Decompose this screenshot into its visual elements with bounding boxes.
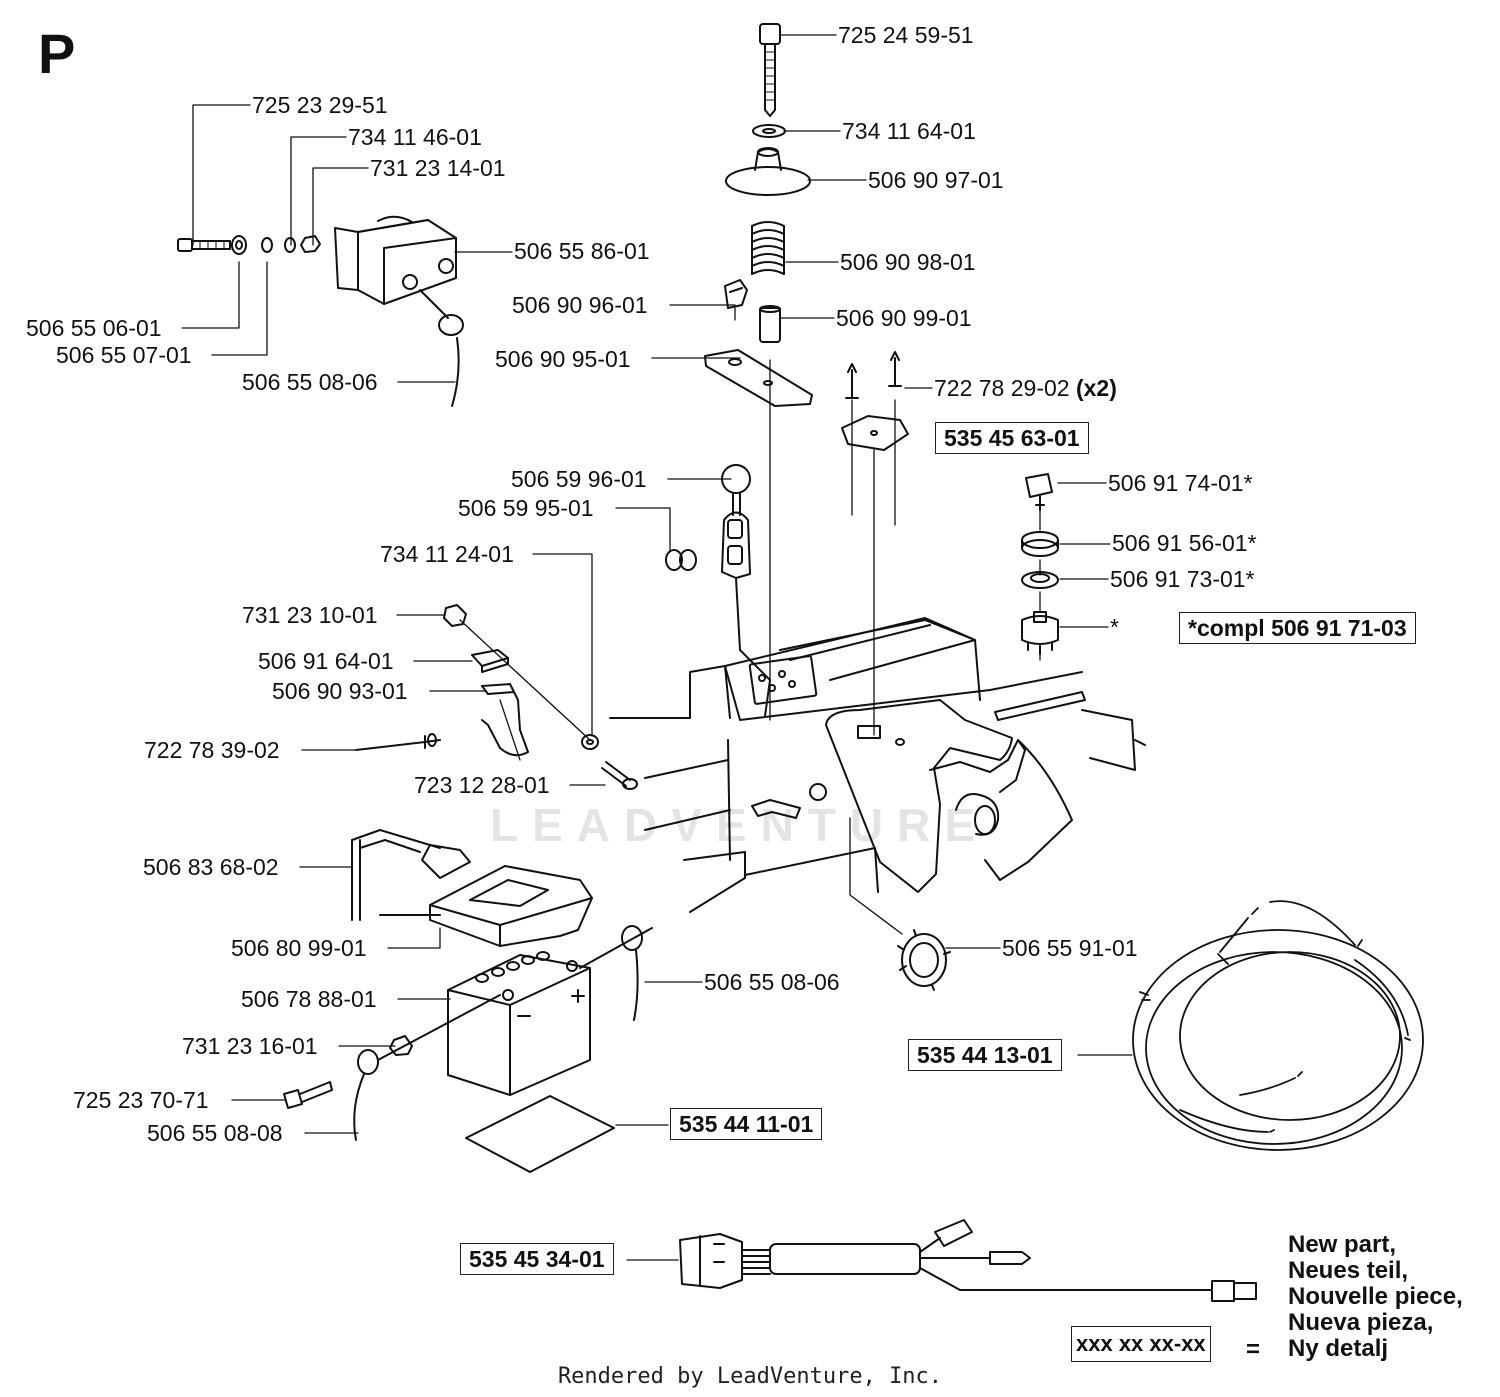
part-label: 722 78 39-02 <box>144 737 280 763</box>
hold-down-506-83-68-02 <box>351 829 471 921</box>
watermark: LEADVENTURE <box>490 799 990 851</box>
legend-line: Neues teil, <box>1288 1257 1409 1284</box>
plate-506-90-95-01 <box>704 349 813 407</box>
part-label: 506 90 93-01 <box>272 678 408 704</box>
part-label: 506 59 95-01 <box>458 495 594 521</box>
part-label: 731 23 14-01 <box>370 155 506 181</box>
part-label: 734 11 24-01 <box>380 541 514 567</box>
section-letter: P <box>38 22 76 85</box>
part-label: 506 90 96-01 <box>512 292 648 318</box>
ring-506-91-73-01 <box>1021 571 1059 589</box>
ignition-switch <box>1021 611 1059 655</box>
pad-535-44-11-01 <box>465 1095 615 1173</box>
part-label: 506 55 08-06 <box>704 969 840 995</box>
part-label: 506 90 95-01 <box>495 346 631 372</box>
cable-506-55-08-08 <box>353 994 501 1141</box>
part-label: 506 55 08-08 <box>147 1120 283 1146</box>
legend-line: New part, <box>1288 1231 1397 1258</box>
part-number: 722 78 29-02 <box>934 375 1070 401</box>
part-label: 506 90 98-01 <box>840 249 976 275</box>
part-label: 723 12 28-01 <box>414 772 550 798</box>
part-label: * <box>1110 614 1119 640</box>
legend-line: Ny detalj <box>1288 1335 1389 1362</box>
washer-734-11-24-01 <box>581 734 599 750</box>
nut-731-23-10-01 <box>443 604 467 627</box>
legend-line: Nouvelle piece, <box>1288 1283 1463 1310</box>
legend: New part, Neues teil, Nouvelle piece, Nu… <box>1288 1232 1463 1362</box>
part-label: 725 24 59-51 <box>838 22 974 48</box>
part-label: 506 55 08-06 <box>242 369 378 395</box>
bracket-506-90-93-01 <box>481 683 529 757</box>
rivets-722-78-29-02 <box>845 351 902 399</box>
part-label: 506 91 74-01* <box>1108 470 1253 496</box>
nut-506-91-56-01 <box>1021 531 1059 557</box>
part-label: 506 83 68-02 <box>143 854 279 880</box>
legend-code-sample: xxx xx xx-xx <box>1071 1326 1211 1362</box>
part-label: 506 55 86-01 <box>514 238 650 264</box>
footer-credit: Rendered by LeadVenture, Inc. <box>557 1364 943 1389</box>
battery-506-78-88-01 <box>447 951 591 1096</box>
new-part-label: 535 44 13-01 <box>908 1039 1062 1071</box>
part-label: 506 91 56-01* <box>1112 530 1257 556</box>
part-label: 725 23 70-71 <box>73 1087 209 1113</box>
leader-lines <box>181 34 1133 1261</box>
part-label: 506 55 91-01 <box>1002 935 1138 961</box>
bolt-725-23-70-71 <box>283 1081 333 1109</box>
new-part-label: 535 45 34-01 <box>460 1243 614 1275</box>
bolt-723-12-28-01 <box>601 761 638 790</box>
legend-line: Nueva pieza, <box>1288 1309 1434 1336</box>
new-part-label: 535 45 63-01 <box>935 422 1089 454</box>
part-label: 734 11 46-01 <box>348 124 482 150</box>
cap-506-90-97-01 <box>725 147 811 196</box>
part-label: 506 55 07-01 <box>56 342 192 368</box>
chassis-frame <box>609 617 1146 913</box>
lever-plate <box>721 511 771 717</box>
cable-506-55-08-06-top <box>419 289 464 407</box>
plate-535-45-63-01 <box>841 415 909 451</box>
part-label: 506 90 99-01 <box>836 305 972 331</box>
nut-731-23-14-01 <box>300 235 321 253</box>
switch-506-91-64-01 <box>471 649 509 673</box>
key-506-91-74-01 <box>1025 473 1053 511</box>
cable-506-55-08-06-battery <box>579 925 653 1021</box>
relay-506-55-86-01 <box>334 215 457 305</box>
bolt-725-24-59-51 <box>759 23 781 117</box>
spring-506-90-98-01 <box>751 221 785 275</box>
quantity: (x2) <box>1075 375 1117 401</box>
grommet-506-55-91-01 <box>897 929 951 991</box>
wiring-harness-535-44-13-01 <box>1132 900 1424 1151</box>
clip-506-90-96-01 <box>724 279 748 309</box>
washer-506-55-06-01 <box>231 235 247 255</box>
washer-506-55-07-01 <box>261 237 273 253</box>
part-label: 506 78 88-01 <box>241 986 377 1012</box>
spacer-506-90-99-01 <box>759 305 781 343</box>
knob-506-59-96-01 <box>721 464 751 516</box>
nut-731-23-16-01 <box>389 1035 413 1056</box>
part-label: 725 23 29-51 <box>252 92 388 118</box>
part-label: 506 59 96-01 <box>511 466 647 492</box>
part-label: 506 91 64-01 <box>258 648 394 674</box>
part-label: 734 11 64-01 <box>842 118 976 144</box>
part-label: 506 55 06-01 <box>26 315 162 341</box>
part-label: 506 91 73-01* <box>1110 566 1255 592</box>
part-label: 731 23 16-01 <box>182 1033 318 1059</box>
washer-734-11-46-01 <box>284 237 296 253</box>
new-part-label: *compl 506 91 71-03 <box>1179 612 1416 644</box>
legend-equals: = <box>1246 1336 1261 1363</box>
bushing-506-59-95-01 <box>665 549 697 571</box>
washer-734-11-64-01 <box>752 124 786 138</box>
part-label: 506 90 97-01 <box>868 167 1004 193</box>
part-label-with-qty: 722 78 29-02 (x2) <box>934 375 1117 401</box>
screw-722-78-39-02 <box>355 733 441 751</box>
cover-506-80-99-01 <box>429 865 593 947</box>
connector-harness-535-45-34-01 <box>679 1219 1257 1302</box>
bolt-725-23-29-51 <box>177 238 231 252</box>
part-label: 506 80 99-01 <box>231 935 367 961</box>
new-part-label: 535 44 11-01 <box>670 1108 823 1140</box>
part-label: 731 23 10-01 <box>242 602 378 628</box>
